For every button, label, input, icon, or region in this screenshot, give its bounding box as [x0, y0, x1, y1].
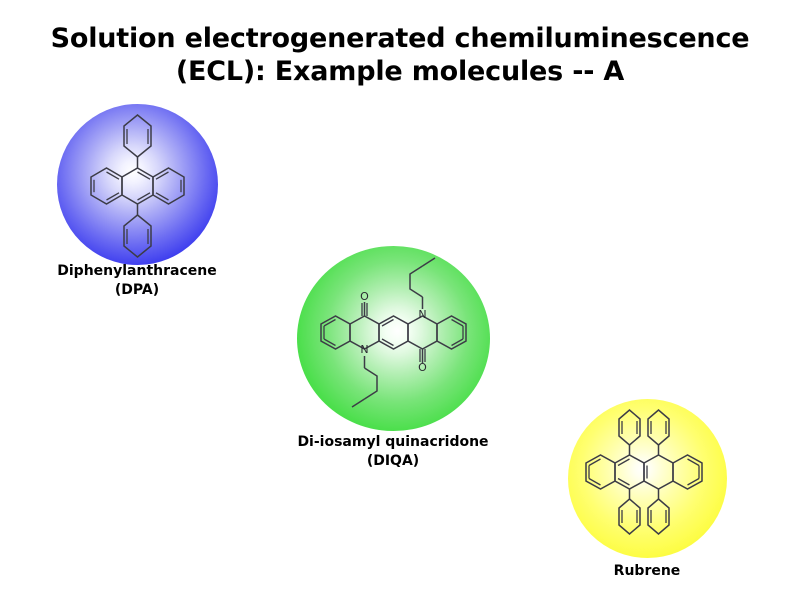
- dpa-name: Diphenylanthracene: [57, 263, 217, 279]
- molecule-structure-icon: O O N N: [320, 257, 467, 408]
- nitrogen-atom-label: N: [418, 308, 426, 321]
- diqa-abbrev: (DIQA): [366, 453, 420, 469]
- nitrogen-atom-label: N: [360, 343, 368, 356]
- diqa-label: Di-iosamyl quinacridone (DIQA): [273, 433, 513, 471]
- page-title: Solution electrogenerated chemiluminesce…: [0, 22, 800, 88]
- oxygen-atom-label: O: [418, 361, 427, 374]
- diqa-bubble: O O N N: [297, 246, 490, 431]
- rubrene-bubble: [568, 399, 727, 558]
- dpa-bubble: [57, 104, 218, 265]
- dpa-abbrev: (DPA): [114, 282, 160, 298]
- rubrene-label: Rubrene: [577, 562, 717, 581]
- diqa-name: Di-iosamyl quinacridone: [297, 434, 489, 450]
- rubrene-name: Rubrene: [613, 563, 681, 579]
- title-line-1: Solution electrogenerated chemiluminesce…: [50, 23, 750, 54]
- oxygen-atom-label: O: [360, 290, 369, 303]
- title-line-2: (ECL): Example molecules -- A: [175, 56, 625, 87]
- dpa-label: Diphenylanthracene (DPA): [17, 262, 257, 300]
- molecule-structure-icon: [90, 114, 185, 258]
- molecule-structure-icon: [585, 409, 703, 535]
